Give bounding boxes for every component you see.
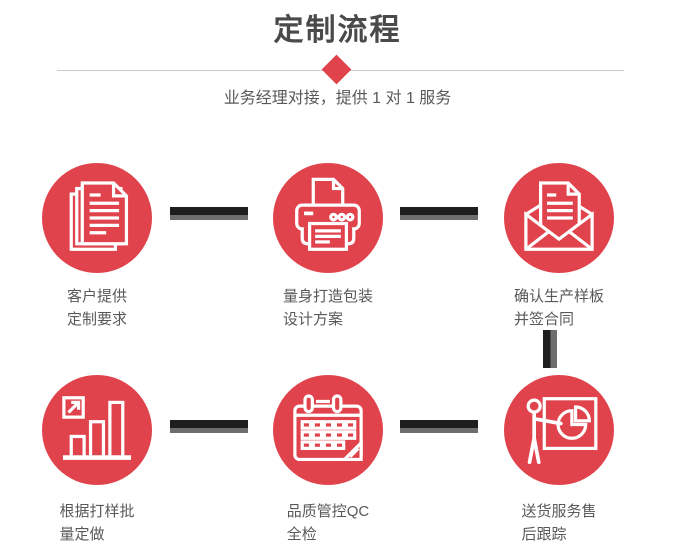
step-label-5: 品质管控QC 全检: [286, 503, 370, 543]
diamond-icon: [321, 54, 352, 85]
step-label-1: 客户提供 定制要求: [66, 288, 128, 328]
step-circle-2: [273, 163, 383, 273]
step-label-4: 根据打样批 量定做: [59, 503, 135, 543]
envelope-icon: [524, 181, 594, 251]
connector-step3-step6: [543, 330, 557, 368]
page-subtitle: 业务经理对接，提供 1 对 1 服务: [223, 90, 452, 107]
bar-chart-icon: [62, 396, 132, 460]
calendar-icon: [293, 394, 363, 462]
step-circle-4: [42, 375, 152, 485]
step-circle-5: [273, 375, 383, 485]
connector-step4-step5: [170, 420, 248, 433]
presentation-icon: [526, 397, 598, 465]
connector-step1-step2: [170, 207, 248, 220]
printer-icon: [295, 177, 361, 251]
connector-step5-step6: [400, 420, 478, 433]
documents-icon: [69, 181, 129, 251]
step-circle-1: [42, 163, 152, 273]
step-label-3: 确认生产样板 并签合同: [513, 288, 605, 328]
connector-step2-step3: [400, 207, 478, 220]
step-circle-6: [504, 375, 614, 485]
step-circle-3: [504, 163, 614, 273]
page-title: 定制流程: [273, 14, 402, 47]
step-label-2: 量身打造包装 设计方案: [282, 288, 374, 328]
step-label-6: 送货服务售 后跟踪: [521, 503, 597, 543]
